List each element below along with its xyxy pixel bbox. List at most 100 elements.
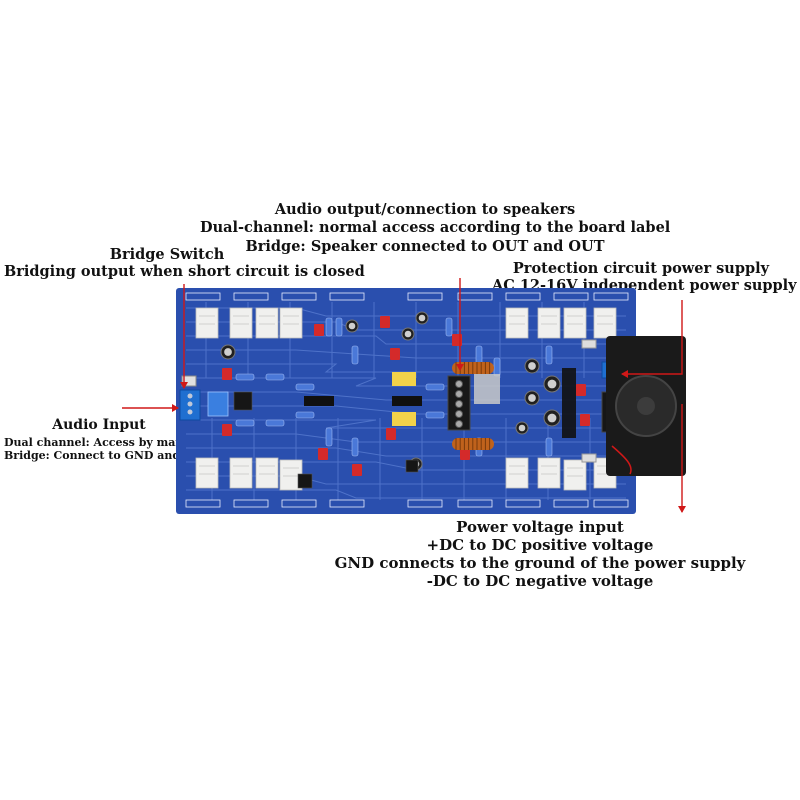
film-capacitor [352, 464, 362, 476]
amplifier-board-image [176, 288, 636, 514]
transistor-body [279, 307, 303, 339]
power-input-title: Power voltage input [456, 518, 624, 536]
silkscreen-label [505, 292, 541, 301]
capacitor-top [418, 314, 426, 322]
film-capacitor [318, 448, 328, 460]
silkscreen-label [185, 292, 221, 301]
pcb-trace [186, 405, 626, 415]
power-transistor [229, 457, 253, 489]
terminal-screw [187, 401, 193, 407]
terminal-screw [455, 400, 463, 408]
transistor-body [505, 307, 529, 339]
audio-input-label: Audio Input Dual channel: Access by mark… [4, 417, 209, 462]
trim-pot [392, 412, 416, 426]
film-capacitor [222, 424, 232, 436]
transistor-body [229, 457, 253, 489]
transistor-body [537, 457, 561, 489]
power-transistor [563, 307, 587, 339]
bridge-switch-label: Bridge Switch Bridging output when short… [4, 246, 365, 281]
film-capacitor [222, 368, 232, 380]
fan-hub [637, 397, 655, 415]
transistor-body [505, 457, 529, 489]
silkscreen-label [185, 499, 221, 508]
pcb-trace [373, 302, 381, 500]
fan-wire [611, 445, 632, 475]
resistor [235, 419, 255, 427]
protection-relay [474, 374, 500, 404]
resistor [295, 411, 315, 419]
audio-input-title: Audio Input [52, 417, 146, 433]
power-transistor [593, 307, 617, 339]
silkscreen-label [457, 499, 493, 508]
silkscreen-label [281, 499, 317, 508]
power-transistor [537, 457, 561, 489]
transistor-body [195, 307, 219, 339]
film-capacitor [576, 384, 586, 396]
resistor [335, 317, 343, 337]
audio-output-label: Audio output/connection to speakers Dual… [200, 201, 671, 256]
silkscreen-label [505, 499, 541, 508]
film-capacitor [386, 428, 396, 440]
ic-chip [297, 473, 313, 489]
resistor [493, 357, 501, 377]
film-capacitor [380, 316, 390, 328]
silkscreen-label [233, 499, 269, 508]
power-transistor [255, 457, 279, 489]
silkscreen-label [329, 499, 365, 508]
audio-output-bridge: Bridge: Speaker connected to OUT and OUT [245, 237, 605, 255]
silkscreen-label [593, 499, 629, 508]
pcb-trace [186, 489, 626, 499]
electrolytic-capacitor [543, 409, 561, 427]
capacitor-top [547, 413, 557, 423]
input-terminal [179, 389, 201, 421]
capacitor-top [528, 394, 536, 402]
electrolytic-capacitor [220, 344, 236, 360]
silkscreen-label [233, 292, 269, 301]
power-input-positive: +DC to DC positive voltage [426, 536, 654, 554]
capacitor-top [547, 379, 557, 389]
silkscreen-label [593, 292, 629, 301]
trim-pot [392, 372, 416, 386]
silkscreen-label [407, 499, 443, 508]
rectifier-bracket [562, 368, 576, 438]
resistor [265, 419, 285, 427]
speaker-output-terminal [447, 375, 471, 431]
transistor-body [255, 457, 279, 489]
power-transistor [255, 307, 279, 339]
silkscreen-label [457, 292, 493, 301]
transistor-body [563, 459, 587, 491]
film-capacitor [460, 448, 470, 460]
audio-input-bridge: Bridge: Connect to GND and RIN [4, 448, 209, 462]
electrolytic-capacitor [524, 358, 540, 374]
electrolytic-capacitor [543, 375, 561, 393]
electrolytic-capacitor [415, 311, 429, 325]
terminal-screw [187, 393, 193, 399]
power-transistor [195, 307, 219, 339]
fuse [581, 339, 597, 349]
output-inductor [452, 362, 494, 374]
power-transistor [537, 307, 561, 339]
audio-output-dual: Dual-channel: normal access according to… [200, 219, 671, 237]
film-capacitor [580, 414, 590, 426]
terminal-screw [455, 380, 463, 388]
silkscreen-label [281, 292, 317, 301]
resistor [425, 411, 445, 419]
bridge-switch-title: Bridge Switch [109, 246, 225, 263]
transistor-body [195, 457, 219, 489]
resistor [351, 437, 359, 457]
silkscreen-label [553, 499, 589, 508]
ic-chip [233, 391, 253, 411]
resistor [425, 383, 445, 391]
power-input-label: Power voltage input +DC to DC positive v… [330, 518, 750, 590]
audio-input-dual: Dual channel: Access by mark [4, 435, 189, 449]
film-capacitor [452, 334, 462, 346]
pin-header [304, 396, 334, 406]
capacitor-top [404, 330, 412, 338]
electrolytic-capacitor [401, 327, 415, 341]
terminal-screw [455, 420, 463, 428]
pcb-trace [415, 302, 423, 500]
resistor [325, 317, 333, 337]
capacitor-top [528, 362, 536, 370]
silkscreen-label [553, 292, 589, 301]
electrolytic-capacitor [515, 421, 529, 435]
